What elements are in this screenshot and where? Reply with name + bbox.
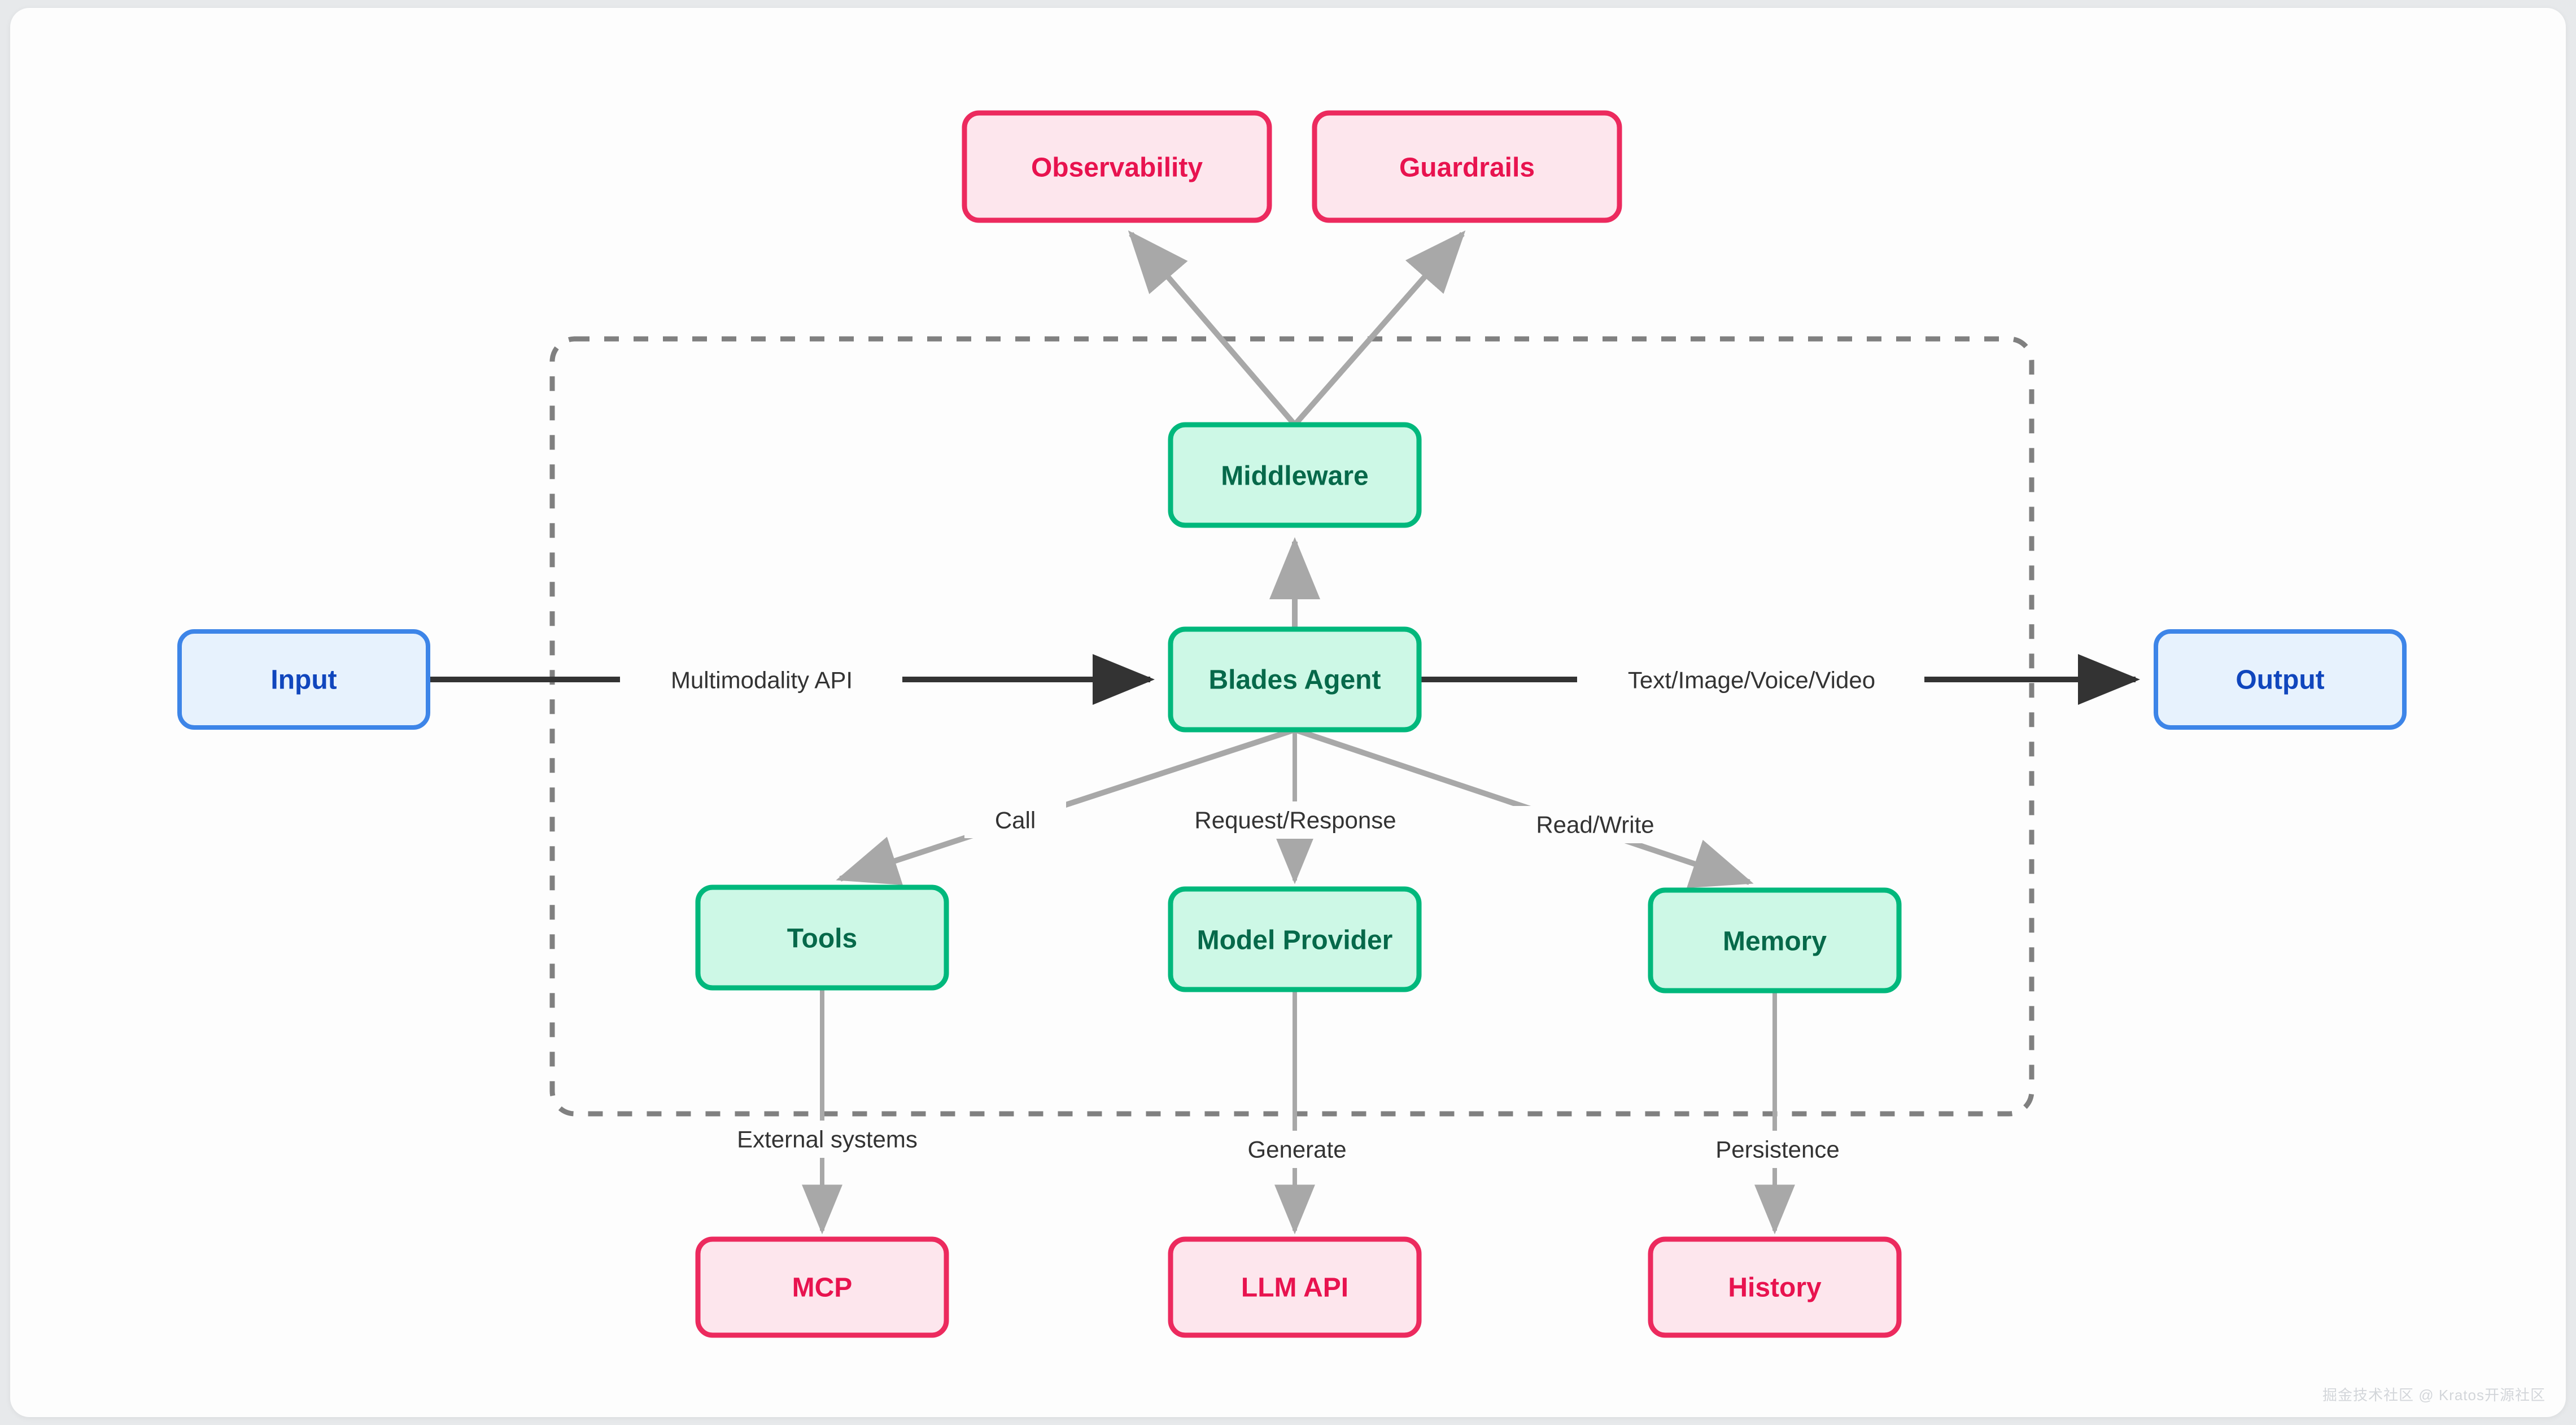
node-tools[interactable]: Tools <box>695 884 949 991</box>
node-memory-label: Memory <box>1723 927 1827 957</box>
edge-label-bg <box>964 801 1066 838</box>
node-history-shape[interactable] <box>1648 1236 1902 1338</box>
node-guardrails-shape[interactable] <box>1312 110 1622 223</box>
node-memory-shape[interactable] <box>1648 887 1902 993</box>
node-observability[interactable]: Observability <box>962 110 1272 223</box>
edge-label-call: Call <box>995 807 1036 834</box>
node-input-shape[interactable] <box>177 629 430 730</box>
node-output-label: Output <box>2236 665 2324 695</box>
node-middleware-shape[interactable] <box>1168 422 1422 528</box>
node-guardrails[interactable]: Guardrails <box>1312 110 1622 223</box>
node-middleware-label: Middleware <box>1221 461 1368 491</box>
node-history[interactable]: History <box>1648 1236 1902 1338</box>
watermark: 掘金技术社区 @ Kratos开源社区 <box>2322 1387 2546 1404</box>
node-llm-api-shape[interactable] <box>1168 1236 1422 1338</box>
edge-label-bg <box>1690 1131 1865 1168</box>
edge-label-bg <box>695 1121 960 1158</box>
node-blades-agent[interactable]: Blades Agent <box>1168 626 1422 733</box>
edge-middleware-to-guardrails <box>1293 230 1466 427</box>
node-mcp-label: MCP <box>792 1273 853 1303</box>
node-output-shape[interactable] <box>2154 629 2407 730</box>
node-llm-api[interactable]: LLM API <box>1168 1236 1422 1338</box>
node-memory[interactable]: Memory <box>1648 887 1902 993</box>
node-blades-agent-shape[interactable] <box>1168 626 1422 733</box>
edge-label-read-write: Read/Write <box>1536 812 1654 838</box>
diagram-card: Multimodality API Text/Image/Voice/Video… <box>10 8 2566 1417</box>
edge-label-request-response: Request/Response <box>1194 807 1396 834</box>
edge-label-bg <box>625 660 899 699</box>
edge-middleware-to-observability <box>1128 230 1297 427</box>
node-model-provider-label: Model Provider <box>1197 926 1393 956</box>
edge-label-bg <box>1580 660 1923 699</box>
node-mcp-shape[interactable] <box>695 1236 949 1338</box>
edge-agent-to-tools <box>836 727 1296 885</box>
node-tools-shape[interactable] <box>695 884 949 991</box>
node-model-provider[interactable]: Model Provider <box>1168 886 1422 992</box>
node-llm-api-label: LLM API <box>1241 1273 1348 1303</box>
edge-label-generate: Generate <box>1247 1136 1346 1163</box>
edge-label-external-systems: External systems <box>737 1126 918 1153</box>
node-guardrails-label: Guardrails <box>1399 153 1535 183</box>
node-model-provider-shape[interactable] <box>1168 886 1422 992</box>
edge-label-persistence: Persistence <box>1715 1136 1839 1163</box>
node-output[interactable]: Output <box>2154 629 2407 730</box>
node-input[interactable]: Input <box>177 629 430 730</box>
node-input-label: Input <box>270 665 337 695</box>
agent-boundary <box>549 336 2034 1117</box>
node-observability-shape[interactable] <box>962 110 1272 223</box>
node-blades-agent-label: Blades Agent <box>1209 665 1381 695</box>
node-history-label: History <box>1728 1273 1822 1303</box>
edge-label-bg <box>1219 1131 1377 1168</box>
node-tools-label: Tools <box>787 924 857 954</box>
node-middleware[interactable]: Middleware <box>1168 422 1422 528</box>
edge-label-bg <box>1156 801 1439 839</box>
edge-label-bg <box>1505 806 1686 843</box>
architecture-diagram: Multimodality API Text/Image/Voice/Video… <box>177 110 2407 1338</box>
edge-label-multimodality-api: Multimodality API <box>671 667 853 694</box>
node-mcp[interactable]: MCP <box>695 1236 949 1338</box>
node-observability-label: Observability <box>1031 153 1203 183</box>
edge-label-text-image-voice-video: Text/Image/Voice/Video <box>1628 667 1875 694</box>
